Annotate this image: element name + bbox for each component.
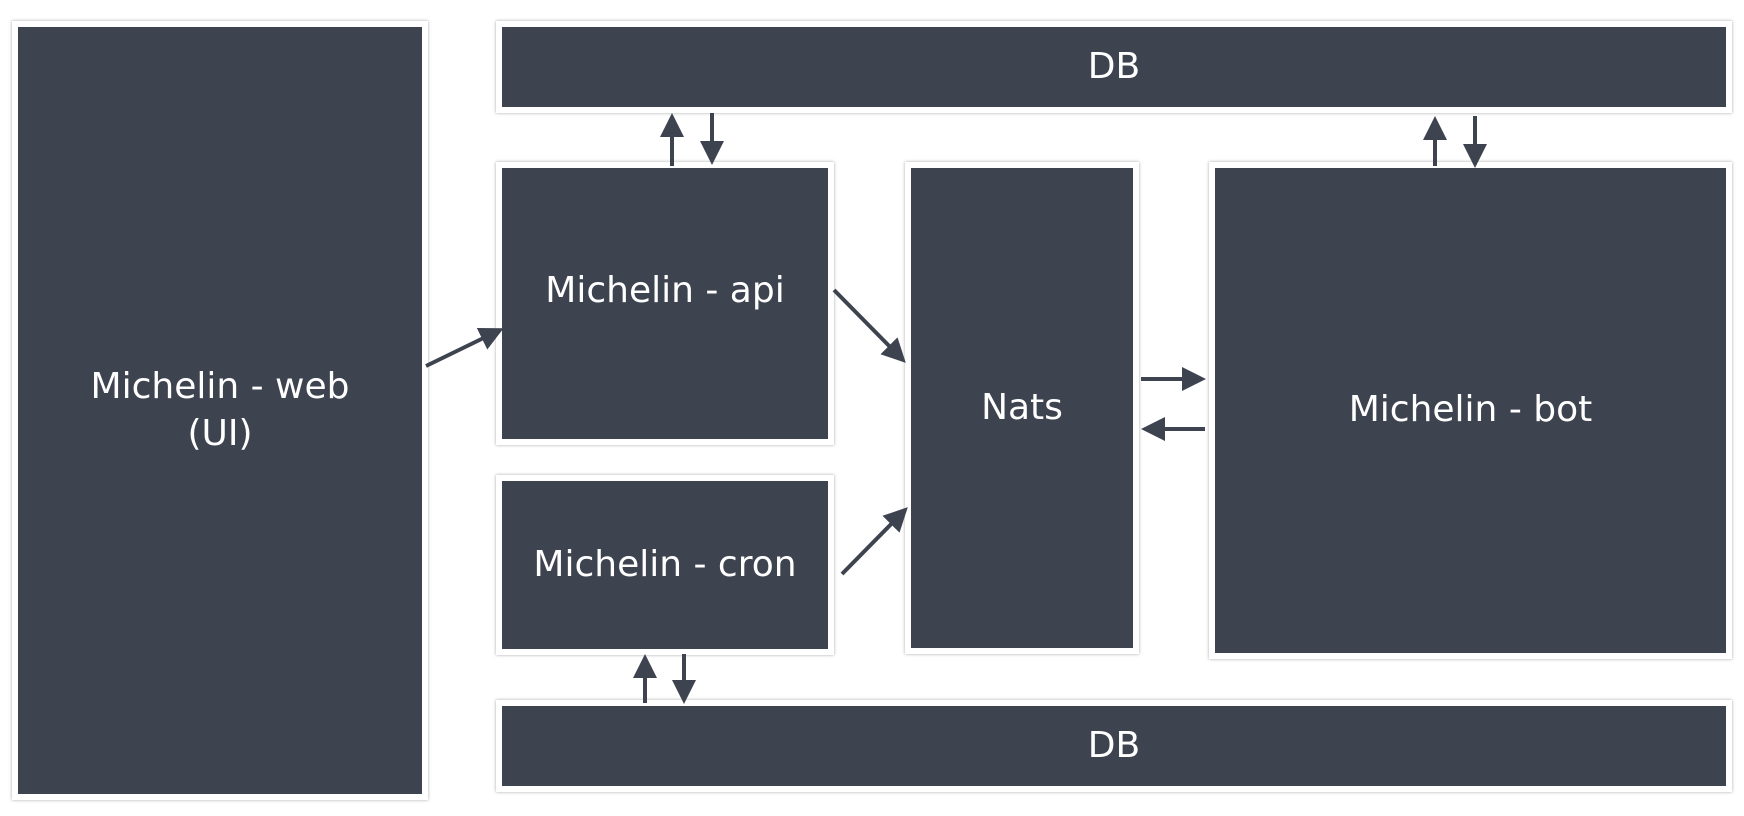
db-top-box: DB <box>496 21 1732 113</box>
michelin-web-sublabel: (UI) <box>187 412 253 454</box>
db-bottom-box: DB <box>496 700 1732 792</box>
db-top-label: DB <box>1087 45 1141 87</box>
arrow-web-to-api <box>425 327 504 368</box>
michelin-api-box: Michelin - api <box>496 162 834 445</box>
michelin-api-label: Michelin - api <box>545 270 785 312</box>
michelin-bot-box: Michelin - bot <box>1209 162 1732 659</box>
nats-box: Nats <box>905 162 1139 654</box>
michelin-cron-label: Michelin - cron <box>533 543 797 585</box>
michelin-web-box: Michelin - web (UI) <box>12 21 428 800</box>
arrow-api-to-nats <box>832 288 906 363</box>
michelin-cron-box: Michelin - cron <box>496 475 834 655</box>
michelin-web-label: Michelin - web <box>90 366 350 408</box>
nats-label: Nats <box>981 386 1063 428</box>
db-bottom-label: DB <box>1087 724 1141 766</box>
michelin-bot-label: Michelin - bot <box>1348 389 1593 431</box>
arrow-cron-to-nats <box>840 507 908 576</box>
